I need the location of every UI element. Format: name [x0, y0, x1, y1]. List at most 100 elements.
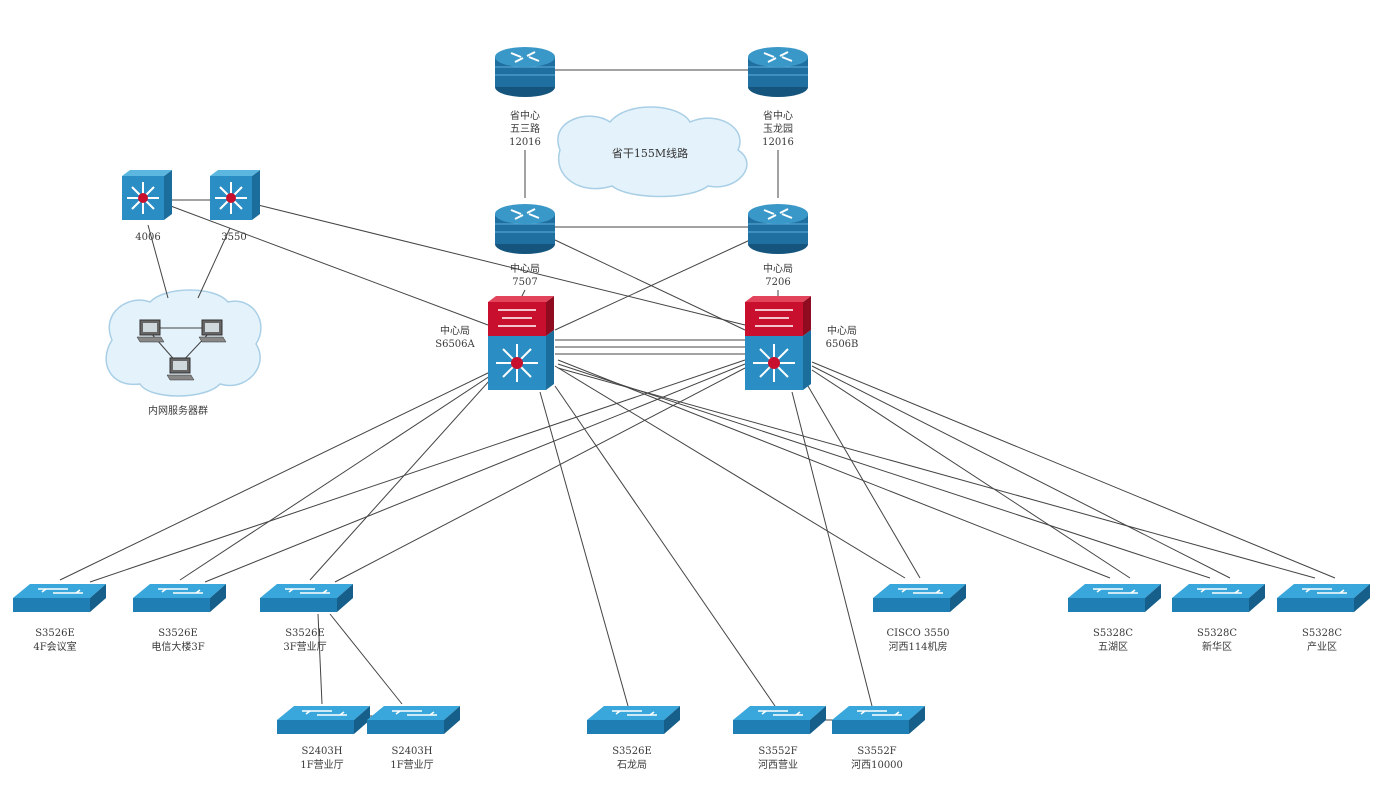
link: [334, 367, 746, 583]
core-switch-b[interactable]: 中心局 6506B: [744, 295, 858, 391]
router-top-right[interactable]: 省中心 玉龙园 12016: [747, 46, 809, 148]
l3-switch-icon: [209, 169, 261, 221]
lan-cloud-label: 内网服务器群: [148, 404, 208, 417]
server-pc-icon: [198, 319, 227, 343]
router-mid-right-line1: 中心局: [763, 262, 793, 275]
router-icon: [494, 46, 556, 98]
link: [197, 227, 231, 299]
link: [557, 367, 1316, 579]
link: [147, 224, 169, 299]
link: [791, 391, 873, 707]
core-switch-a-line1: 中心局: [440, 324, 470, 337]
switch-north-line1: S5328C: [1197, 628, 1237, 639]
router-top-right-line3: 12016: [762, 137, 794, 148]
core-switch-b-line1: 中心局: [827, 324, 857, 337]
switch-icon: [132, 583, 227, 613]
switch-2403-b[interactable]: S2403H 1F营业厅: [366, 705, 461, 771]
switch-icon: [1067, 583, 1162, 613]
switch-hexi-a-line1: S3552F: [758, 746, 797, 757]
switch-2403-a[interactable]: S2403H 1F营业厅: [276, 705, 371, 771]
switch-cisco-line1: CISCO 3550: [887, 628, 950, 639]
router-mid-left-line1: 中心局: [510, 262, 540, 275]
link: [811, 361, 1336, 579]
switch-icon: [732, 705, 827, 735]
l3-switch-right-label: 3550: [221, 232, 246, 243]
backbone-cloud: 省干155M线路: [557, 106, 748, 198]
switch-south[interactable]: S5328C 产业区: [1276, 583, 1371, 653]
switch-3f-room-line1: S3526E: [285, 628, 325, 639]
switch-hexi-a[interactable]: S3552F 河西营业: [732, 705, 827, 771]
link: [554, 239, 751, 331]
switch-east-line2: 五湖区: [1098, 641, 1128, 653]
router-mid-left-line2: 7507: [512, 277, 537, 288]
switch-cisco[interactable]: CISCO 3550 河西114机房: [872, 583, 967, 653]
switch-icon: [1171, 583, 1266, 613]
lan-cloud: 内网服务器群: [105, 289, 262, 417]
switch-cisco-line2: 河西114机房: [888, 640, 947, 653]
switch-3f-building-line1: S3526E: [158, 628, 198, 639]
router-top-right-line1: 省中心: [763, 109, 793, 122]
router-top-left-line3: 12016: [509, 137, 541, 148]
links: [59, 69, 1336, 721]
switch-hexi-b-line1: S3552F: [857, 746, 896, 757]
switch-north-line2: 新华区: [1202, 640, 1232, 653]
router-top-left[interactable]: 省中心 五三路 12016: [494, 46, 556, 148]
core-switch-a-line2: S6506A: [435, 339, 475, 350]
l3-switch-icon: [121, 169, 173, 221]
link: [329, 613, 403, 705]
l3-switch-right[interactable]: 3550: [209, 169, 261, 243]
link: [557, 363, 1211, 579]
server-pc-icon: [166, 357, 195, 381]
switch-hexi-b[interactable]: S3552F 河西10000: [831, 705, 926, 771]
switch-icon: [276, 705, 371, 735]
router-icon: [494, 203, 556, 255]
switch-3f-room[interactable]: S3526E 3F营业厅: [259, 583, 354, 653]
router-top-left-line1: 省中心: [510, 109, 540, 122]
router-mid-right-line2: 7206: [765, 277, 790, 288]
router-mid-right[interactable]: 中心局 7206: [747, 203, 809, 288]
link: [204, 363, 746, 583]
link: [167, 204, 489, 326]
router-icon: [747, 46, 809, 98]
switch-icon: [259, 583, 354, 613]
switch-south-line2: 产业区: [1307, 640, 1337, 653]
switch-icon: [12, 583, 107, 613]
switch-4f-line2: 4F会议室: [33, 640, 76, 653]
switch-hexi-b-line2: 河西10000: [851, 759, 903, 771]
core-switch-a[interactable]: 中心局 S6506A: [435, 295, 555, 391]
switch-stone-line2: 石龙局: [617, 758, 647, 771]
core-switch-icon: [744, 295, 812, 391]
link: [554, 239, 746, 331]
router-icon: [747, 203, 809, 255]
switch-east[interactable]: S5328C 五湖区: [1067, 583, 1162, 653]
link: [317, 613, 323, 705]
switch-icon: [586, 705, 681, 735]
switch-4f-line1: S3526E: [35, 628, 75, 639]
switch-3f-building-line2: 电信大楼3F: [151, 640, 204, 653]
link: [257, 204, 746, 326]
link: [554, 365, 906, 579]
link: [811, 369, 1131, 579]
switch-2403-a-line1: S2403H: [301, 746, 342, 757]
switch-north[interactable]: S5328C 新华区: [1171, 583, 1266, 653]
l3-switch-left[interactable]: 4006: [121, 169, 173, 243]
l3-switch-left-label: 4006: [135, 232, 160, 243]
backbone-cloud-label: 省干155M线路: [612, 146, 688, 160]
link: [539, 391, 629, 707]
core-switch-icon: [487, 295, 555, 391]
switch-icon: [366, 705, 461, 735]
switch-3f-building[interactable]: S3526E 电信大楼3F: [132, 583, 227, 653]
router-mid-left[interactable]: 中心局 7507: [494, 203, 556, 288]
link: [179, 375, 491, 581]
link: [89, 359, 746, 583]
switch-2403-b-line2: 1F营业厅: [390, 758, 433, 771]
switch-stone[interactable]: S3526E 石龙局: [586, 705, 681, 771]
switch-4f[interactable]: S3526E 4F会议室: [12, 583, 107, 653]
switch-2403-b-line1: S2403H: [391, 746, 432, 757]
link: [59, 371, 491, 581]
server-pc-icon: [136, 319, 165, 343]
switch-icon: [872, 583, 967, 613]
switch-east-line1: S5328C: [1093, 628, 1133, 639]
switch-stone-line1: S3526E: [612, 746, 652, 757]
